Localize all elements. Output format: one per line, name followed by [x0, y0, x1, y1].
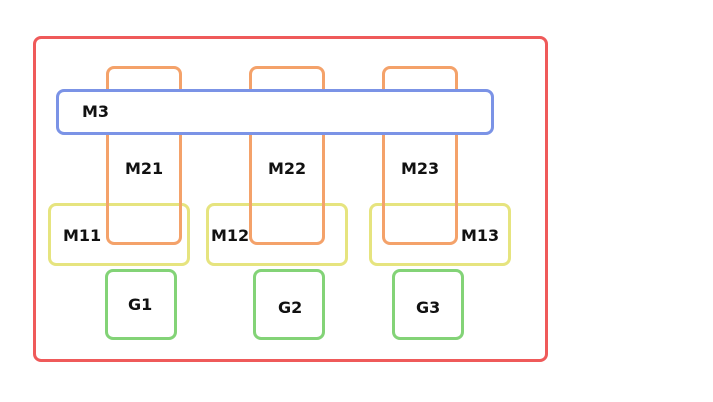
- m13-box: [369, 203, 511, 266]
- m21-label: M21: [125, 159, 164, 178]
- m22-label: M22: [268, 159, 307, 178]
- g3-label: G3: [416, 298, 441, 317]
- m12-label: M12: [211, 226, 250, 245]
- g2-label: G2: [278, 298, 303, 317]
- m3-label: M3: [82, 102, 110, 121]
- m11-label: M11: [63, 226, 102, 245]
- m11-box: [48, 203, 190, 266]
- m23-label: M23: [401, 159, 440, 178]
- g3-box: [392, 269, 464, 340]
- g1-label: G1: [128, 295, 153, 314]
- g2-box: [253, 269, 325, 340]
- m21-box: [106, 66, 182, 245]
- outer-container: [33, 36, 548, 362]
- m23-box: [382, 66, 458, 245]
- m22-box: [249, 66, 325, 245]
- m13-label: M13: [461, 226, 500, 245]
- g1-box: [105, 269, 177, 340]
- m3-box: [56, 89, 494, 135]
- m12-box: [206, 203, 348, 266]
